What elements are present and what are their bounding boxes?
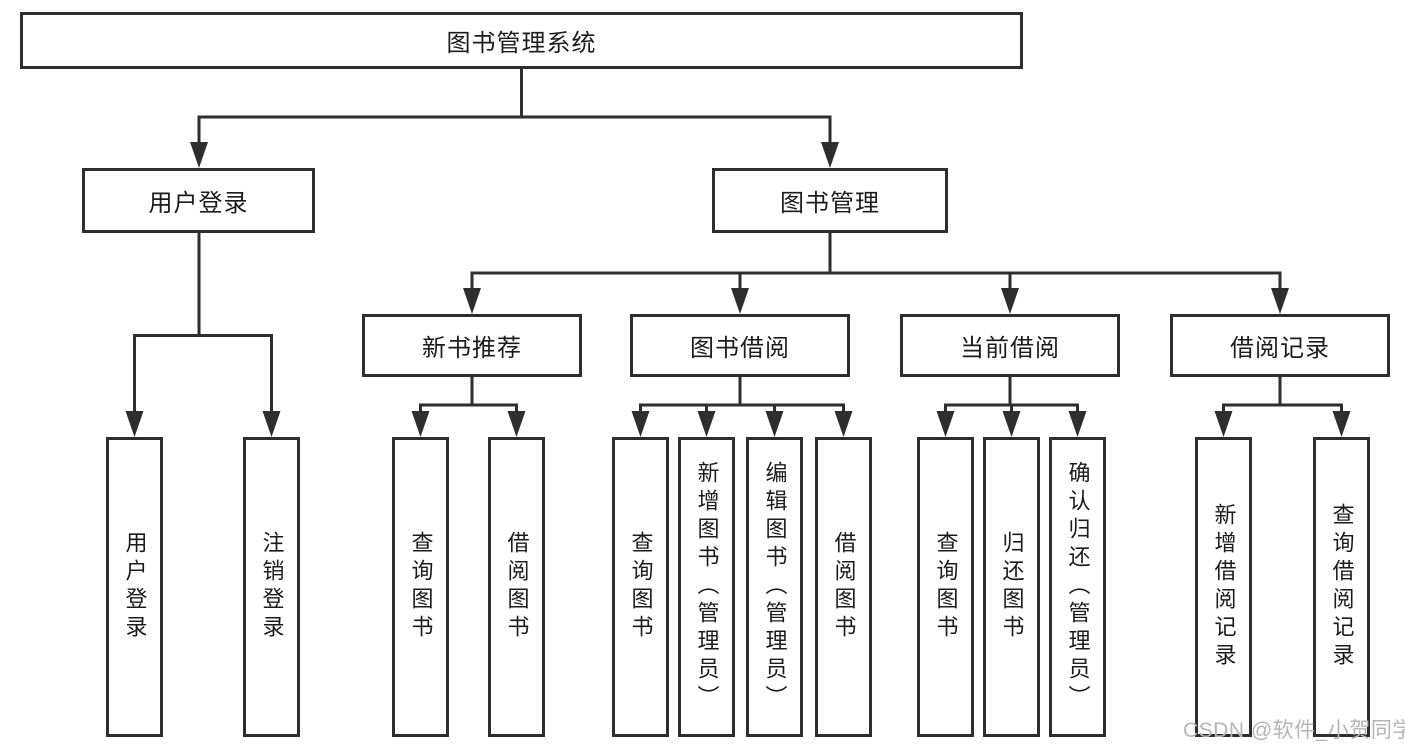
arrowhead	[190, 142, 208, 168]
node-user-login: 用户登录	[82, 168, 315, 233]
leaf-borrow-books: 借阅图书	[815, 437, 872, 737]
watermark: CSDN @软件_小贺同学	[1183, 719, 1405, 742]
node-book-borrow: 图书借阅	[630, 314, 850, 377]
node-new-book-recommend-label: 新书推荐	[422, 335, 522, 362]
node-root-label: 图书管理系统	[446, 30, 597, 57]
node-book-management: 图书管理	[712, 168, 948, 233]
arrowhead	[1271, 288, 1289, 314]
connector-book-borrow-branch	[639, 377, 845, 415]
leaf-confirm-return-admin-label: 确认归还（管理员）	[1065, 461, 1091, 713]
leaf-query-books-borrow: 查询图书	[612, 437, 669, 737]
leaf-logout: 注销登录	[243, 437, 300, 737]
leaf-query-books-recommend: 查询图书	[392, 437, 449, 737]
node-book-borrow-label: 图书借阅	[690, 335, 790, 362]
arrowhead	[731, 288, 749, 314]
leaf-add-borrow-record: 新增借阅记录	[1195, 437, 1252, 737]
leaf-query-books-recommend-label: 查询图书	[408, 531, 434, 643]
node-current-borrow-label: 当前借阅	[960, 335, 1060, 362]
leaf-add-books-admin-label: 新增图书（管理员）	[694, 461, 720, 713]
leaf-borrow-books-label: 借阅图书	[831, 531, 857, 643]
leaf-query-borrow-record: 查询借阅记录	[1313, 437, 1370, 737]
leaf-query-borrow-record-label: 查询借阅记录	[1329, 503, 1355, 671]
leaf-borrow-books-recommend-label: 借阅图书	[504, 531, 530, 643]
leaf-query-books-current: 查询图书	[917, 437, 974, 737]
arrowhead	[821, 142, 839, 168]
arrowhead	[936, 411, 955, 437]
arrowhead	[463, 288, 481, 314]
arrowhead	[765, 411, 784, 437]
arrowhead	[834, 411, 853, 437]
node-user-login-label: 用户登录	[148, 190, 249, 217]
leaf-confirm-return-admin: 确认归还（管理员）	[1049, 437, 1106, 737]
leaf-return-books: 归还图书	[983, 437, 1040, 737]
leaf-edit-books-admin: 编辑图书（管理员）	[746, 437, 803, 737]
arrowhead	[507, 411, 526, 437]
connector-new-book-branch	[419, 377, 518, 415]
arrowhead	[631, 411, 650, 437]
leaf-edit-books-admin-label: 编辑图书（管理员）	[762, 461, 788, 713]
leaf-logout-label: 注销登录	[259, 531, 285, 643]
leaf-query-books-borrow-label: 查询图书	[628, 531, 654, 643]
arrowhead	[125, 411, 144, 437]
node-borrow-records-label: 借阅记录	[1230, 335, 1330, 362]
connector-book-mgmt-branch	[470, 233, 1282, 292]
arrowhead	[262, 411, 281, 437]
node-borrow-records: 借阅记录	[1170, 314, 1390, 377]
leaf-borrow-books-recommend: 借阅图书	[488, 437, 545, 737]
arrowhead	[1332, 411, 1351, 437]
arrowhead	[1001, 288, 1019, 314]
leaf-user-login: 用户登录	[106, 437, 163, 737]
connector-root	[197, 69, 832, 146]
connector-borrow-records-branch	[1222, 377, 1343, 415]
connector-current-borrow-branch	[944, 377, 1079, 415]
node-book-management-label: 图书管理	[780, 190, 880, 217]
leaf-add-borrow-record-label: 新增借阅记录	[1211, 503, 1237, 671]
node-root: 图书管理系统	[20, 12, 1023, 69]
leaf-user-login-label: 用户登录	[122, 531, 148, 643]
leaf-query-books-current-label: 查询图书	[933, 531, 959, 643]
arrowhead	[1002, 411, 1021, 437]
arrowhead	[1068, 411, 1087, 437]
node-new-book-recommend: 新书推荐	[362, 314, 582, 377]
node-current-borrow: 当前借阅	[900, 314, 1120, 377]
leaf-return-books-label: 归还图书	[999, 531, 1025, 643]
leaf-add-books-admin: 新增图书（管理员）	[678, 437, 735, 737]
arrowhead	[1214, 411, 1233, 437]
connector-user-login-branch	[133, 233, 273, 415]
arrowhead	[697, 411, 716, 437]
arrowhead	[411, 411, 430, 437]
